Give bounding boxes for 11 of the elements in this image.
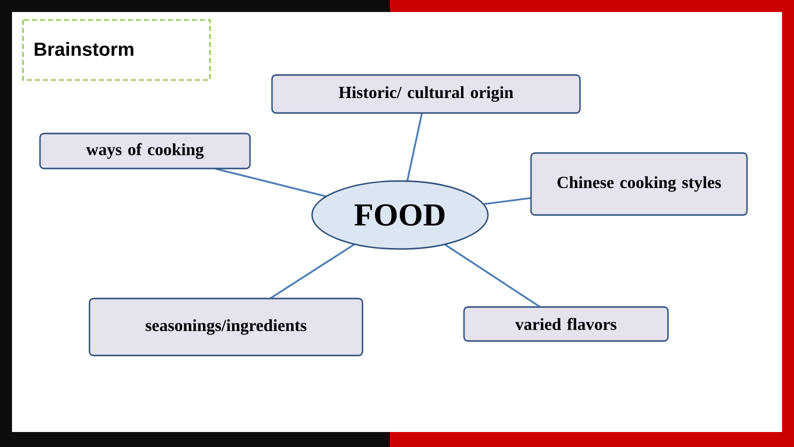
connector-line bbox=[215, 168, 326, 198]
topic-box: Chinese cooking styles bbox=[530, 152, 748, 216]
title: Brainstorm bbox=[34, 42, 134, 56]
connector-line bbox=[484, 197, 531, 206]
connector-line bbox=[406, 113, 423, 182]
topic-box: seasonings/ingredients bbox=[88, 298, 364, 356]
connector-line bbox=[444, 244, 540, 308]
connector-line bbox=[270, 244, 355, 300]
topic-box: Historic/ cultural origin bbox=[271, 74, 581, 114]
topic-box: ways of cooking bbox=[39, 132, 251, 170]
topic-box: varied flavors bbox=[463, 306, 669, 342]
